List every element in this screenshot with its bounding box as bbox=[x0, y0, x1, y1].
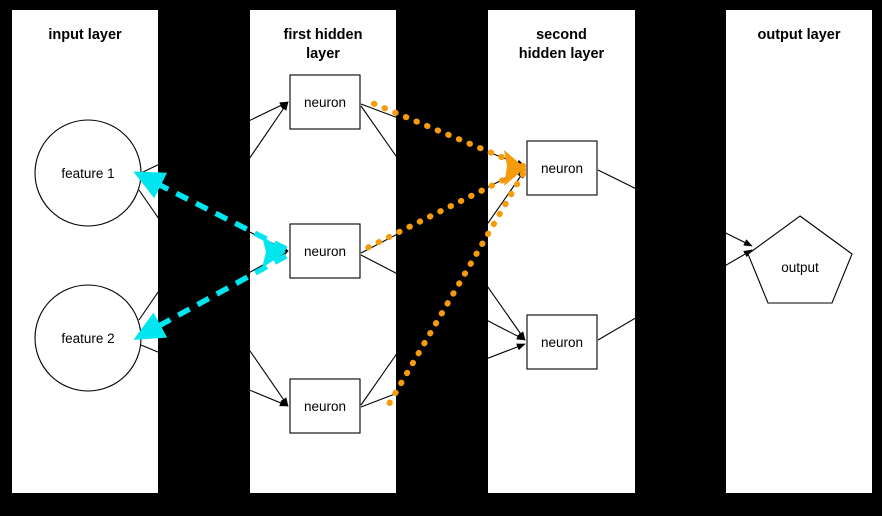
panel-title-input-layer: input layer bbox=[48, 27, 122, 43]
panel-output-layer: output layer bbox=[726, 10, 872, 493]
panel-title-first-hidden-layer: first hidden layer bbox=[283, 27, 363, 62]
panel-title-output-layer: output layer bbox=[757, 27, 841, 43]
panel-first-hidden-layer: first hidden layer bbox=[250, 10, 396, 493]
panel-input-layer: input layer bbox=[12, 10, 158, 493]
panel-second-hidden-layer: second hidden layer bbox=[488, 10, 635, 493]
panel-title-second-hidden-layer: second hidden layer bbox=[518, 27, 605, 62]
